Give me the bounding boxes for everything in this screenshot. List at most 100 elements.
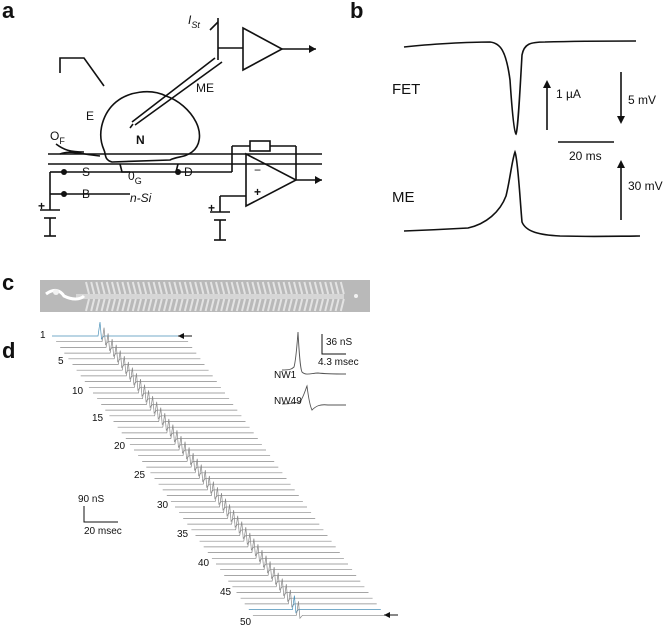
nanowire-trace	[80, 361, 213, 380]
nanowire-trace	[150, 458, 283, 477]
electrode-finger	[168, 281, 174, 295]
electrode-finger	[90, 298, 96, 312]
nanowire-trace	[240, 584, 373, 603]
inset-scale-bar	[321, 334, 346, 355]
scale-conductance-label: 90 nS	[78, 494, 105, 505]
electrode-finger	[85, 281, 90, 295]
scale-time-label: 20 msec	[84, 526, 122, 537]
electrode-finger	[334, 281, 340, 295]
axon-image	[45, 288, 86, 301]
electrode-finger	[131, 298, 137, 312]
electrode-finger	[105, 281, 111, 295]
nanowire-trace	[117, 413, 250, 432]
trace-number-25: 25	[134, 470, 146, 481]
nanowire-trace	[236, 578, 369, 597]
electrode-finger	[246, 298, 252, 312]
electrode-finger	[339, 298, 345, 312]
nanowire-trace	[203, 532, 336, 551]
electrode-finger	[173, 281, 179, 295]
electrode-finger	[339, 281, 345, 295]
electrode-finger	[215, 281, 220, 295]
nanowire-trace	[88, 373, 221, 392]
electrode-finger	[303, 281, 309, 295]
nanowire-trace	[93, 378, 225, 397]
electrode-finger	[272, 281, 278, 295]
electrode-finger	[126, 298, 132, 312]
electrode-finger	[137, 281, 142, 295]
electrode-finger	[267, 281, 272, 295]
bulk-label: B	[82, 187, 91, 201]
left-battery-plus: +	[38, 199, 46, 213]
electrode-finger	[308, 298, 314, 312]
electrode-finger	[230, 298, 236, 312]
electrode-finger	[85, 298, 90, 312]
of-label: OF	[50, 129, 65, 147]
trace-number-40: 40	[198, 558, 210, 569]
electrode-finger	[324, 298, 330, 312]
electrode-finger	[261, 281, 267, 295]
nanowire-trace	[162, 475, 295, 494]
electrode-finger	[147, 298, 153, 312]
amp-minus-label: −	[254, 163, 262, 177]
electrode-finger	[116, 281, 122, 295]
electrode-finger	[142, 298, 148, 312]
nanowire-trace	[121, 418, 254, 437]
electrode-finger	[189, 298, 194, 312]
inset-conductance-label: 36 nS	[326, 337, 353, 348]
neuron-icon	[100, 90, 201, 163]
electrode-finger	[251, 281, 257, 295]
electrode-finger	[287, 298, 293, 312]
arrow-trace-1-icon	[178, 333, 184, 339]
nanowire-trace	[109, 401, 242, 420]
electrode-finger	[220, 298, 226, 312]
electrode-finger	[90, 281, 96, 295]
nanowire-trace	[97, 384, 230, 403]
electrode-finger	[194, 298, 200, 312]
bottom-amplifier-icon	[245, 152, 298, 208]
electrode-finger	[215, 298, 220, 312]
electrode-finger	[199, 281, 205, 295]
electrode-finger	[163, 281, 168, 295]
electrode-finger	[142, 281, 148, 295]
electrode-finger	[246, 281, 252, 295]
electrode-finger	[157, 298, 163, 312]
electrode-finger	[303, 298, 309, 312]
n-label: N	[136, 133, 145, 147]
fet-label: FET	[392, 81, 421, 98]
electrode-finger	[105, 298, 111, 312]
electrode-finger	[100, 298, 106, 312]
electrode-finger	[324, 281, 330, 295]
nanowire-trace	[60, 333, 193, 352]
electrode-finger	[189, 281, 194, 295]
nanowire-trace	[211, 544, 344, 563]
electrode-finger	[251, 298, 257, 312]
nanowire-trace	[146, 453, 279, 471]
nanowire-trace	[187, 510, 320, 528]
electrode-finger	[329, 281, 335, 295]
electrode-finger	[293, 298, 298, 312]
electrode-finger	[329, 298, 335, 312]
electrode-finger	[282, 281, 288, 295]
electrode-finger	[137, 298, 142, 312]
stimulus-step-icon	[59, 57, 105, 87]
electrode-finger	[235, 298, 241, 312]
amp-plus-label: +	[254, 185, 262, 199]
nanowire-trace	[199, 527, 332, 546]
electrode-finger	[319, 281, 324, 295]
electrode-finger	[282, 298, 288, 312]
electrode-finger	[116, 298, 122, 312]
electrode-finger	[163, 298, 168, 312]
e-label: E	[86, 109, 95, 123]
nanowire-trace	[105, 396, 238, 414]
panel-letter-c: c	[2, 270, 15, 295]
electrode-finger	[256, 281, 262, 295]
electrode-finger	[152, 281, 158, 295]
top-amplifier-icon	[242, 26, 284, 72]
nanowire-trace	[64, 339, 197, 357]
voltage-scale-fet-label: 5 mV	[628, 93, 657, 107]
me-label-b: ME	[392, 189, 415, 206]
arrow-trace-49-icon	[384, 612, 390, 618]
fet-trace	[403, 40, 637, 136]
trace-number-1: 1	[40, 330, 46, 341]
